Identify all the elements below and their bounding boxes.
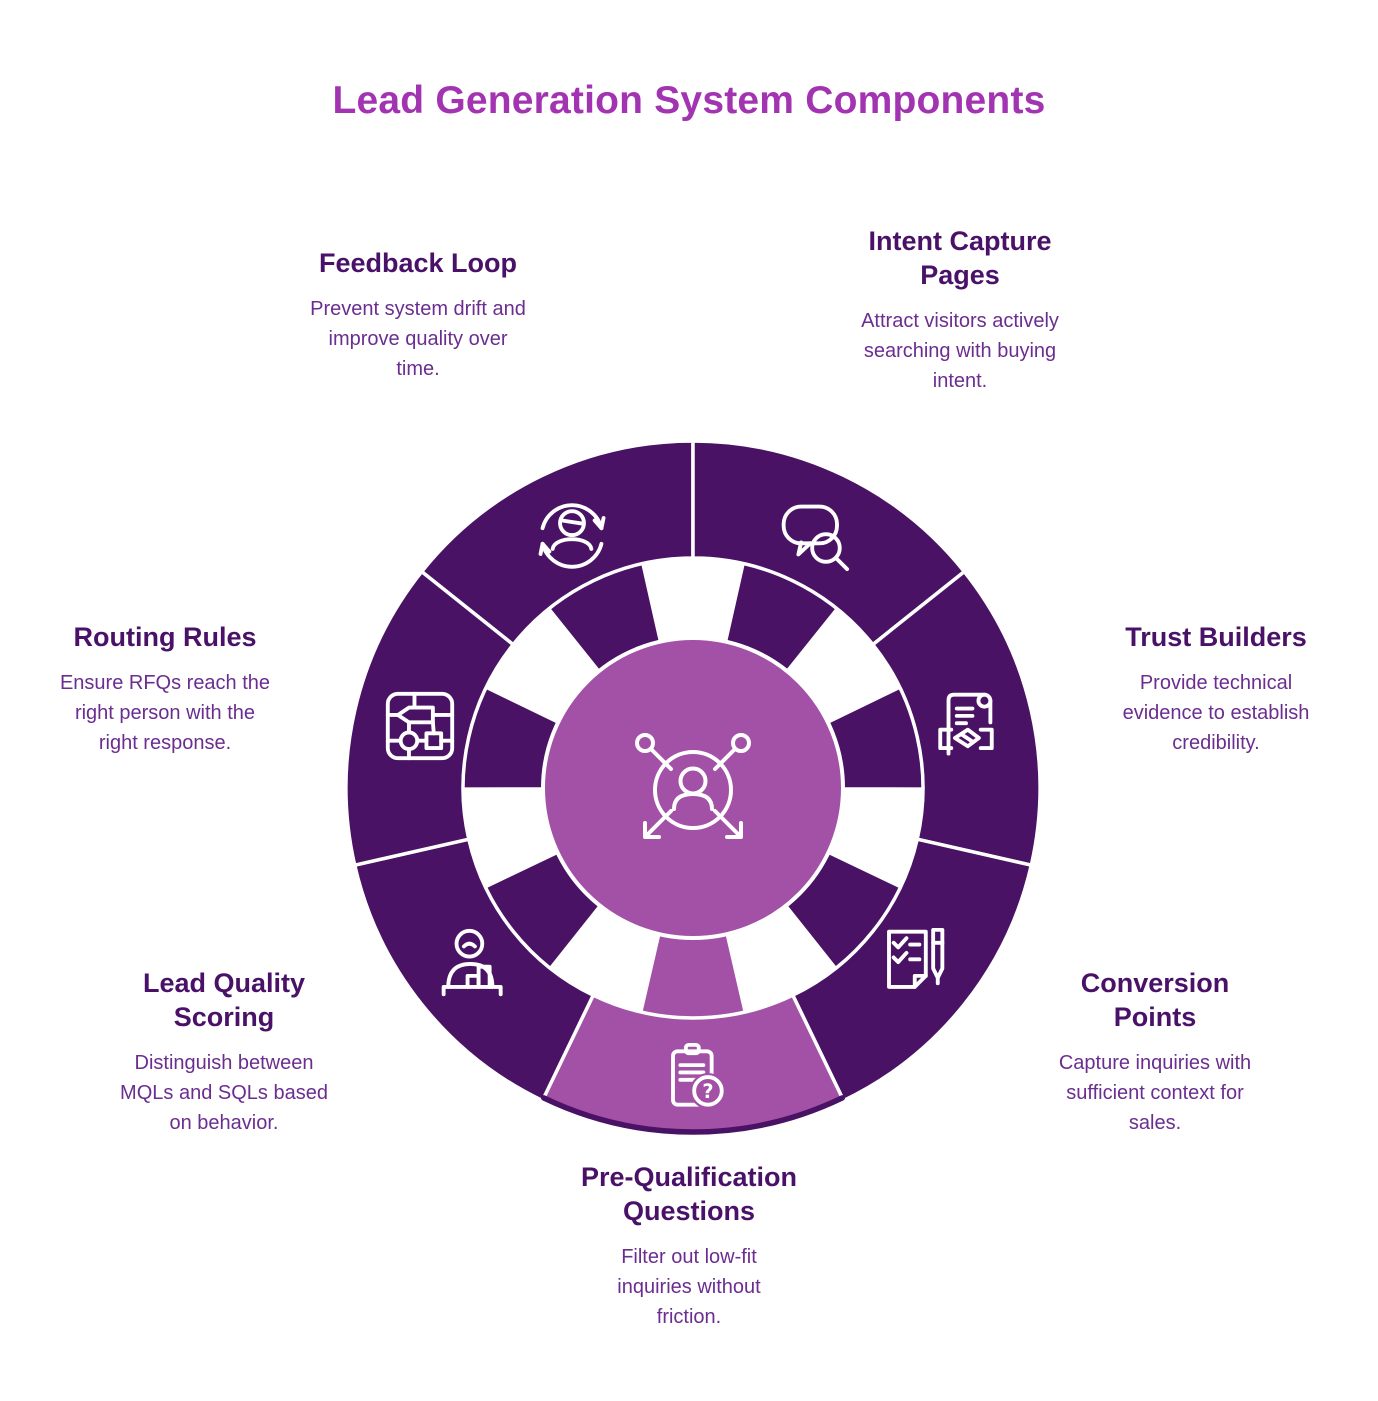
component-description: Ensure RFQs reach the right person with … <box>59 672 271 754</box>
wheel-wedge-underline <box>540 1095 846 1135</box>
component-title: Feedback Loop <box>318 248 518 278</box>
svg-text:?: ? <box>702 1080 713 1103</box>
component-conversion-points: Conversion Points Capture inquiries with… <box>995 966 1315 1138</box>
person-bar-chart-icon <box>441 928 503 997</box>
wheel-segment <box>344 569 516 868</box>
chat-search-icon <box>781 504 850 572</box>
component-lead-quality-scoring: Lead Quality Scoring Distinguish between… <box>64 966 384 1138</box>
component-feedback-loop: Feedback Loop Prevent system drift and i… <box>248 246 588 384</box>
component-title: Lead Quality Scoring <box>142 968 306 1032</box>
component-description: Capture inquiries with sufficient contex… <box>1058 1052 1252 1134</box>
wheel-segment <box>870 569 1042 868</box>
component-title: Routing Rules <box>73 622 257 652</box>
wheel-segment <box>352 837 596 1103</box>
component-trust-builders: Trust Builders Provide technical evidenc… <box>1066 620 1366 758</box>
component-description: Distinguish between MQLs and SQLs based … <box>120 1052 328 1134</box>
component-title: Trust Builders <box>1125 622 1307 652</box>
clipboard-question-icon: ? <box>671 1042 726 1109</box>
component-description: Provide technical evidence to establish … <box>1122 672 1310 754</box>
component-pre-qualification-questions: Pre-Qualification Questions Filter out l… <box>519 1160 859 1332</box>
wheel-segment <box>790 837 1034 1103</box>
component-description: Attract visitors actively searching with… <box>861 310 1059 392</box>
component-title: Conversion Points <box>1080 968 1230 1032</box>
component-title: Intent Capture Pages <box>868 226 1052 290</box>
checklist-pen-icon <box>887 927 945 989</box>
component-description: Prevent system drift and improve quality… <box>310 298 526 380</box>
component-intent-capture-pages: Intent Capture Pages Attract visitors ac… <box>790 224 1130 396</box>
component-title: Pre-Qualification Questions <box>580 1162 798 1226</box>
page-title: Lead Generation System Components <box>332 79 1046 122</box>
component-routing-rules: Routing Rules Ensure RFQs reach the righ… <box>15 620 315 758</box>
lead-routing-person-icon <box>635 733 751 839</box>
document-handshake-icon <box>938 692 994 756</box>
wheel-center-hub <box>541 636 845 940</box>
person-refresh-cycle-icon <box>538 503 606 569</box>
flowchart-routing-icon <box>385 691 455 761</box>
component-description: Filter out low-fit inquiries without fri… <box>617 1246 761 1328</box>
